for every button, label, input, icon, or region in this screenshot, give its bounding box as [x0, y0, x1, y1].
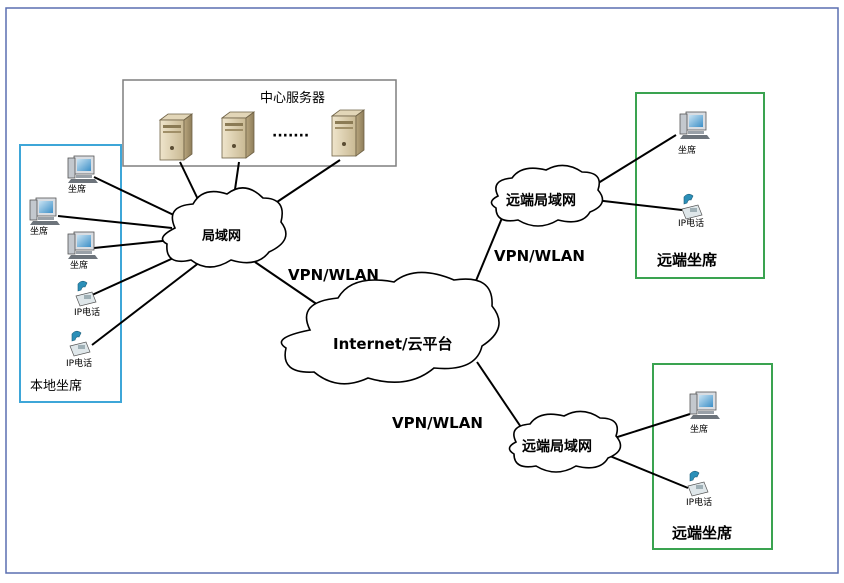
link-label: VPN/WLAN — [494, 247, 585, 265]
pc-icon — [679, 111, 711, 140]
pc-icon — [689, 391, 721, 420]
server-group-label: 中心服务器 — [260, 90, 325, 106]
ip-phone-icon — [687, 470, 709, 497]
remote-lan-cloud-1 — [490, 164, 604, 227]
remote-seat-group-box-2 — [652, 363, 773, 550]
internet-cloud-label: Internet/云平台 — [333, 335, 453, 353]
local-group-label: 本地坐席 — [30, 378, 82, 394]
remote-lan-cloud-label: 远端局域网 — [522, 438, 592, 455]
pc-icon — [67, 155, 99, 184]
server-icon — [221, 111, 255, 159]
local-seat-label: 坐席 — [70, 259, 88, 271]
server-group-box — [122, 79, 397, 167]
server-ellipsis: ······· — [272, 128, 309, 144]
local-phone-label: IP电话 — [66, 357, 92, 369]
ip-phone-icon — [69, 330, 91, 357]
pc-icon — [67, 231, 99, 260]
local-phone-label: IP电话 — [74, 306, 100, 318]
ip-phone-icon — [75, 280, 97, 307]
lan-cloud — [161, 187, 287, 268]
local-seat-label: 坐席 — [30, 225, 48, 237]
server-icon — [159, 113, 193, 161]
outer-frame — [5, 7, 839, 574]
remote-phone-label: IP电话 — [678, 217, 704, 229]
remote-seat-group-box-1 — [635, 92, 765, 279]
link-label: VPN/WLAN — [392, 414, 483, 432]
lan-cloud-label: 局域网 — [202, 228, 241, 244]
pc-icon — [29, 197, 61, 226]
link-label: VPN/WLAN — [288, 266, 379, 284]
local-seat-label: 坐席 — [68, 183, 86, 195]
remote-lan-cloud-2 — [508, 410, 622, 473]
internet-cloud — [280, 271, 500, 385]
remote-seat-label: 坐席 — [678, 144, 696, 156]
remote-lan-cloud-label: 远端局域网 — [506, 192, 576, 209]
remote-group-label: 远端坐席 — [672, 524, 732, 542]
connection-lines — [57, 134, 691, 489]
server-icon — [331, 109, 365, 157]
ip-phone-icon — [681, 193, 703, 220]
remote-group-label: 远端坐席 — [657, 251, 717, 269]
remote-seat-label: 坐席 — [690, 423, 708, 435]
local-seat-group-box — [19, 144, 122, 403]
remote-phone-label: IP电话 — [686, 496, 712, 508]
